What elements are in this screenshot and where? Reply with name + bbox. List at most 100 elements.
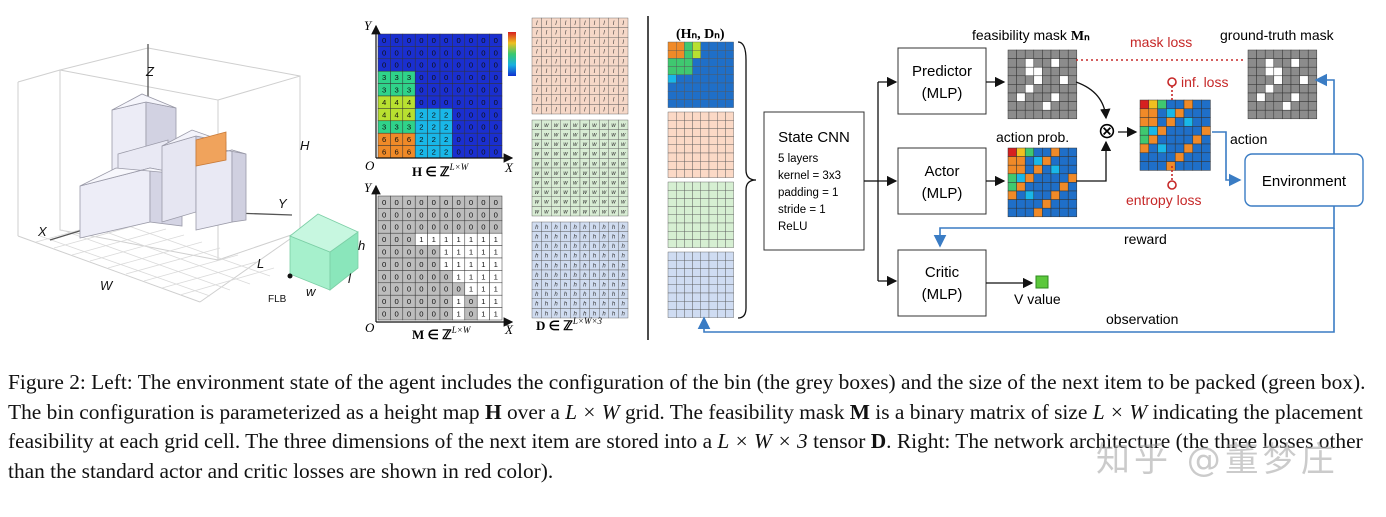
tensor-cell-value: h bbox=[583, 292, 587, 298]
mask-cell bbox=[1007, 84, 1017, 94]
tensor-cell-value: w bbox=[621, 161, 626, 167]
caption-dims-1: L × W bbox=[565, 399, 620, 424]
input-cell bbox=[676, 214, 685, 224]
grid-cell-value: 0 bbox=[382, 235, 386, 244]
grid-cell-value: 0 bbox=[382, 272, 386, 281]
input-cell bbox=[725, 111, 734, 121]
input-cell bbox=[676, 301, 685, 310]
input-cell bbox=[725, 206, 734, 216]
mask-cell bbox=[1273, 66, 1283, 77]
prob-cell bbox=[1042, 190, 1052, 200]
tensor-cell-value: l bbox=[555, 21, 557, 27]
input-cell bbox=[667, 181, 677, 191]
input-cell bbox=[717, 239, 726, 248]
tensor-cell-value: l bbox=[623, 59, 625, 65]
tensor-cell-value: l bbox=[603, 21, 605, 27]
grid-cell-value: 0 bbox=[456, 61, 460, 70]
tensor-cell-value: h bbox=[622, 302, 626, 308]
tensor-cell-value: l bbox=[623, 79, 625, 85]
prob-cell bbox=[1059, 182, 1069, 192]
mask-cell bbox=[1059, 92, 1069, 102]
input-cell bbox=[700, 222, 710, 232]
tensor-cell-value: h bbox=[593, 311, 597, 317]
grid-cell-value: 0 bbox=[432, 198, 436, 207]
input-cell bbox=[692, 99, 701, 108]
grid-cell-value: 0 bbox=[481, 148, 485, 157]
mask-cell bbox=[1016, 66, 1026, 77]
prob-cell bbox=[1059, 190, 1069, 200]
tensor-cell-value: w bbox=[583, 209, 588, 215]
mask-cell bbox=[1273, 49, 1283, 59]
caption-text-3: grid. The feasibility mask bbox=[619, 399, 850, 424]
input-cell bbox=[725, 82, 734, 92]
bin-3d-illustration: Z X Y W H L h l bbox=[17, 44, 365, 305]
grid-cell-value: 0 bbox=[382, 61, 386, 70]
input-cell bbox=[684, 74, 693, 84]
input-cell bbox=[684, 276, 693, 286]
mask-cell bbox=[1264, 66, 1275, 77]
input-cell bbox=[725, 301, 734, 310]
grid-cell-value: 1 bbox=[469, 235, 473, 244]
tensor-cell-value: w bbox=[592, 142, 597, 148]
grid-cell-value: 0 bbox=[469, 297, 473, 306]
prob-cell bbox=[1042, 182, 1052, 192]
state-cnn-line-2: kernel = 3x3 bbox=[778, 170, 841, 182]
tensor-cell-value: l bbox=[546, 50, 548, 56]
input-cell bbox=[725, 74, 734, 84]
grid-cell-value: 0 bbox=[456, 285, 460, 294]
tensor-cell-value: h bbox=[593, 254, 597, 260]
tensor-cell-value: l bbox=[546, 88, 548, 94]
state-cnn-line-5: ReLU bbox=[778, 221, 807, 233]
input-cell bbox=[700, 90, 710, 100]
tensor-cell bbox=[618, 308, 629, 319]
mask-cell bbox=[1059, 49, 1069, 59]
input-cell bbox=[700, 251, 710, 261]
grid-cell-value: 0 bbox=[407, 235, 411, 244]
grid-cell-value: 4 bbox=[407, 110, 412, 119]
tensor-cell-value: h bbox=[622, 254, 626, 260]
tensor-cell-value: l bbox=[584, 98, 586, 104]
tensor-cell-value: l bbox=[575, 98, 577, 104]
mask-cell bbox=[1299, 49, 1309, 59]
grid-cell-value: 0 bbox=[419, 260, 423, 269]
mask-cell bbox=[1264, 109, 1275, 120]
multiply-icon: ⊗ bbox=[1098, 118, 1116, 143]
grid-cell-value: 0 bbox=[407, 198, 411, 207]
prob-cell bbox=[1059, 147, 1069, 157]
prob-cell bbox=[1042, 147, 1052, 157]
tensor-cell-value: l bbox=[613, 40, 615, 46]
prob-cell bbox=[1183, 143, 1194, 154]
input-cell bbox=[684, 152, 693, 162]
tensor-cell-value: h bbox=[564, 244, 568, 250]
mask-cell bbox=[1024, 66, 1035, 77]
grid-cell-value: 0 bbox=[419, 272, 423, 281]
grid-cell-value: 0 bbox=[419, 285, 423, 294]
grid-cell-value: 0 bbox=[456, 148, 460, 157]
mask-map-origin: O bbox=[365, 320, 375, 335]
grid-cell-value: 0 bbox=[456, 135, 460, 144]
prob-cell bbox=[1183, 126, 1194, 136]
tensor-cell-value: l bbox=[536, 21, 538, 27]
mask-cell bbox=[1299, 58, 1309, 68]
tensor-cell-value: l bbox=[613, 88, 615, 94]
input-cell bbox=[717, 206, 726, 216]
input-cell bbox=[684, 230, 693, 240]
input-cell bbox=[676, 152, 685, 162]
grid-cell-value: 0 bbox=[444, 297, 448, 306]
tensor-cell-value: w bbox=[611, 181, 616, 187]
height-map-y-axis: Y bbox=[364, 18, 373, 33]
grid-cell-value: 0 bbox=[407, 297, 411, 306]
input-cell bbox=[692, 292, 701, 302]
tensor-cell-value: w bbox=[573, 200, 578, 206]
tensor-cell-value: w bbox=[573, 161, 578, 167]
tensor-cell-value: l bbox=[565, 40, 567, 46]
tensor-cell-value: h bbox=[593, 273, 597, 279]
mask-cell bbox=[1290, 84, 1300, 94]
input-cell bbox=[725, 99, 734, 108]
tensor-cell-value: h bbox=[545, 283, 549, 289]
input-cell bbox=[684, 50, 693, 59]
tensor-cell-value: w bbox=[554, 200, 559, 206]
tensor-cell-value: l bbox=[623, 50, 625, 56]
